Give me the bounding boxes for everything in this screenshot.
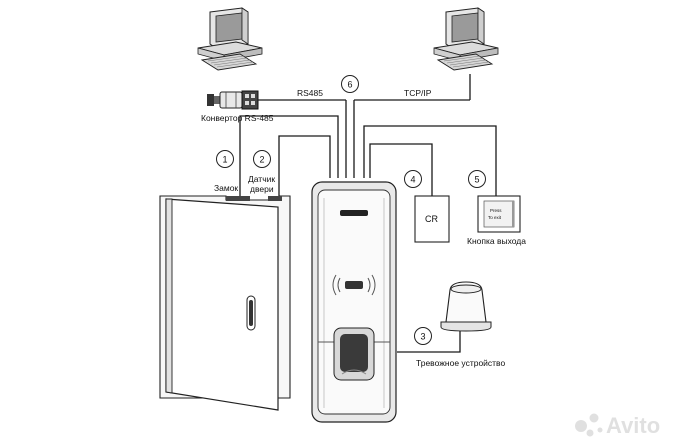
svg-text:3: 3 [420,332,425,342]
exit-button-label: Кнопка выхода [467,236,526,246]
access-terminal-icon [311,181,397,423]
watermark-logo-icon: Avito [575,413,660,438]
card-reader-label: CR [425,214,438,224]
alarm-siren-icon [440,281,492,332]
lock-label: Замок [214,183,238,193]
svg-text:1: 1 [222,155,227,165]
converter-icon [207,90,259,110]
converter-label: Конвертор RS-485 [201,113,274,123]
marker-4: 4 [404,170,422,188]
watermark-text: Avito [606,413,660,438]
computer-icon [433,7,499,71]
marker-3: 3 [414,327,432,345]
card-reader-icon [414,195,450,243]
exit-button-face-line1: Press [490,208,502,213]
marker-1: 1 [216,150,234,168]
wiring [239,74,497,353]
door-sensor-label-line2: двери [250,184,274,194]
svg-text:4: 4 [410,175,415,185]
marker-5: 5 [468,170,486,188]
exit-button-face-line2: To exit [488,215,502,220]
exit-button-icon [477,195,521,233]
marker-6: 6 [341,75,359,93]
alarm-label: Тревожное устройство [416,358,505,368]
svg-text:2: 2 [259,155,264,165]
computer-icon [197,7,263,71]
door-icon [159,195,291,411]
rs485-label: RS485 [297,88,323,98]
svg-text:5: 5 [474,175,479,185]
tcpip-label: TCP/IP [404,88,432,98]
svg-text:6: 6 [347,80,352,90]
marker-2: 2 [253,150,271,168]
door-sensor-label-line1: Датчик [248,174,275,184]
